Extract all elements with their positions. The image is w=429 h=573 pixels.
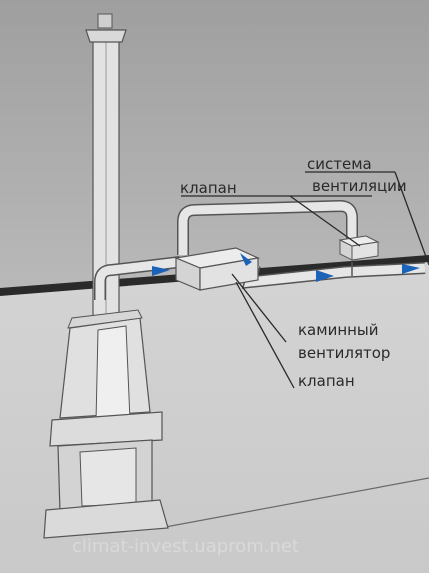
leader-lines xyxy=(181,171,429,389)
bypass-duct xyxy=(177,199,358,255)
flow-arrows xyxy=(152,253,420,282)
label-valve-bottom: клапан xyxy=(298,372,355,390)
flow-arrow-1 xyxy=(152,266,170,276)
flow-arrow-2 xyxy=(240,253,252,266)
ventilation-system-box xyxy=(338,235,380,276)
label-fan-line1: каминный xyxy=(298,321,379,339)
flow-arrow-4 xyxy=(402,264,420,274)
fireplace xyxy=(43,309,169,539)
flow-arrow-3 xyxy=(316,270,334,282)
duct-chimney-to-fan xyxy=(94,256,181,300)
label-system-line2: вентиляции xyxy=(312,177,407,195)
label-system-line1: система xyxy=(307,155,372,173)
watermark: climat-invest.uaprom.net xyxy=(72,536,299,557)
fireplace-fan-box xyxy=(173,247,261,291)
floor-edge-line xyxy=(159,477,429,529)
label-fan-line2: вентилятор xyxy=(298,344,390,362)
label-valve-top: клапан xyxy=(180,179,237,197)
